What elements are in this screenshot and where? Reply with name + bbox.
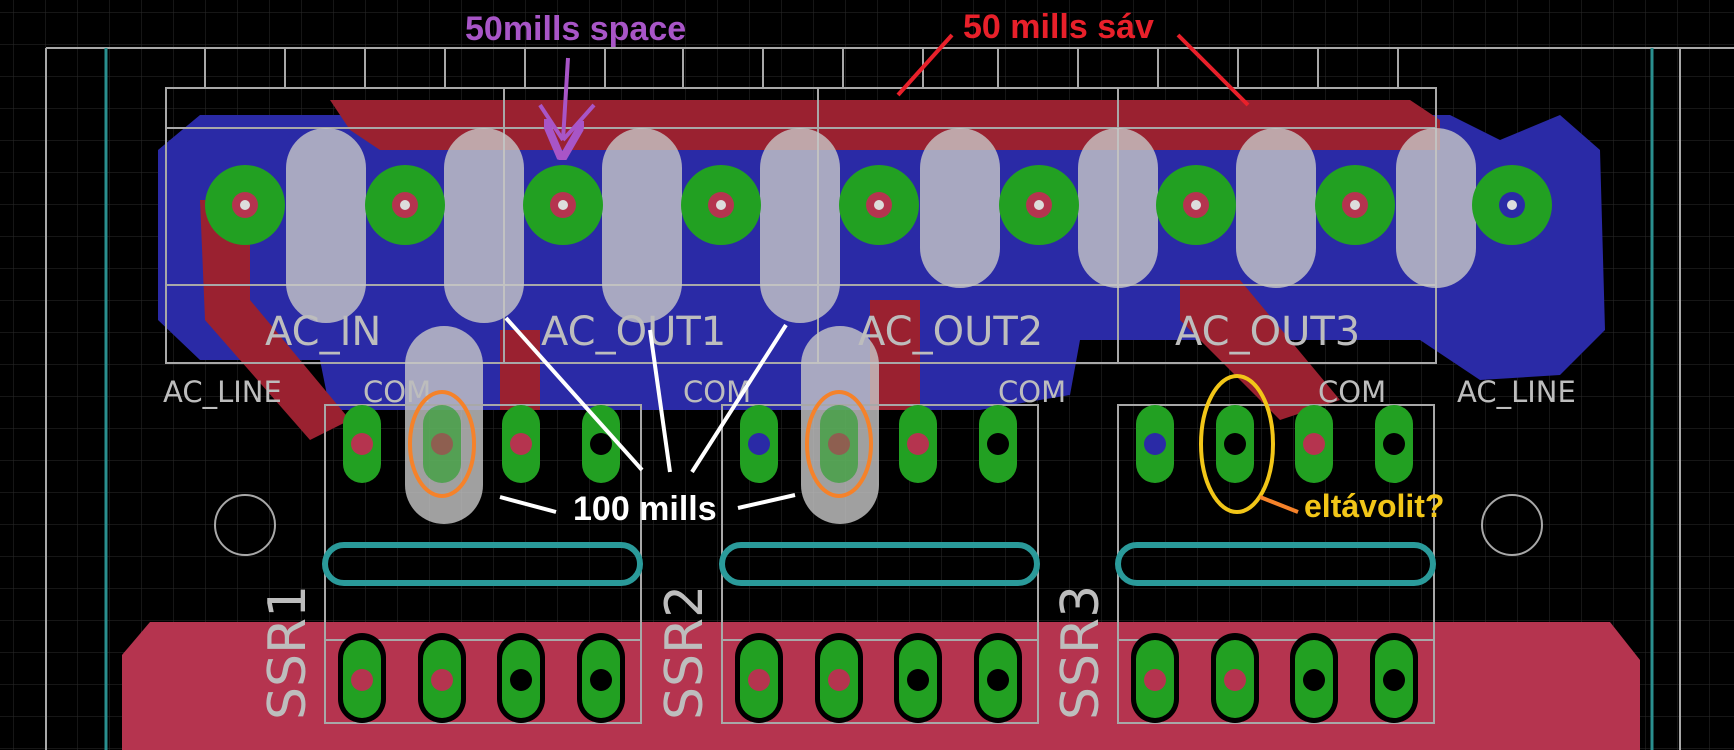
pin-label-com-4: COM — [1318, 375, 1386, 409]
highlight-ellipses — [408, 390, 873, 498]
remove-highlight-ellipse — [1199, 374, 1275, 514]
pin-label-line-right: AC_LINE — [1457, 375, 1576, 409]
pin-label-line-left: AC_LINE — [163, 375, 282, 409]
annotation-50mills-space: 50mills space — [465, 10, 686, 48]
relay-pads-upper — [343, 405, 1413, 483]
top-copper-traces — [200, 100, 1440, 440]
annotation-100mills: 100 mills — [573, 490, 717, 528]
connector-label-ac-out3: AC_OUT3 — [1175, 309, 1360, 355]
mounting-hole-icon — [214, 494, 276, 556]
connector-label-ac-in: AC_IN — [265, 309, 381, 355]
relay-label-ssr3: SSR3 — [1051, 585, 1111, 720]
relay-label-ssr1: SSR1 — [258, 585, 318, 720]
terminal-pads-top — [205, 165, 1552, 245]
annotation-eltavolit: eltávolit? — [1304, 488, 1444, 524]
relay-pads-lower — [338, 633, 1418, 723]
connector-label-ac-out2: AC_OUT2 — [858, 309, 1043, 355]
relay-slots — [322, 542, 1436, 586]
relay-label-ssr2: SSR2 — [655, 585, 715, 720]
annotation-lines — [499, 33, 1299, 514]
keepout-overlays-top — [286, 128, 1476, 323]
mounting-hole-icon — [1481, 494, 1543, 556]
pin-label-com-2: COM — [683, 375, 751, 409]
annotation-50mills-sav: 50 mills sáv — [963, 8, 1154, 46]
pin-label-com-3: COM — [998, 375, 1066, 409]
connector-label-ac-out1: AC_OUT1 — [541, 309, 726, 355]
